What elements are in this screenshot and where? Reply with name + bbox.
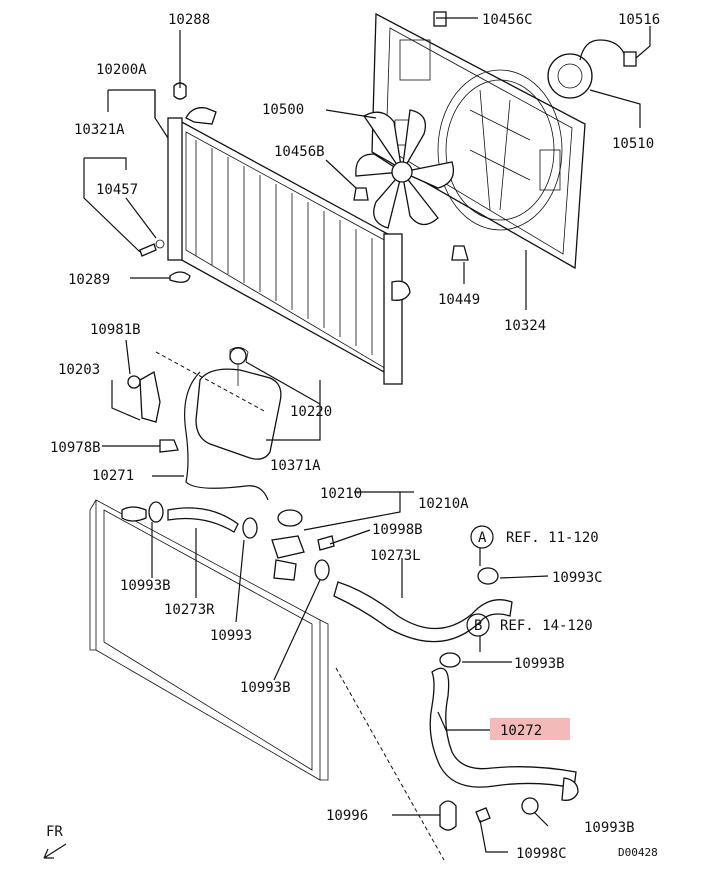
highlight-10272 — [490, 718, 570, 740]
label-10998C: 10998C — [516, 846, 567, 862]
label-10271: 10271 — [92, 468, 134, 484]
label-10993B-b: 10993B — [514, 656, 565, 672]
label-10210: 10210 — [320, 486, 362, 502]
label-10456C: 10456C — [482, 12, 533, 28]
label-10273L: 10273L — [370, 548, 421, 564]
label-10449: 10449 — [438, 292, 480, 308]
label-10289: 10289 — [68, 272, 110, 288]
upper-hardware — [139, 11, 469, 283]
ref-a-letter: A — [478, 530, 487, 546]
label-10321A: 10321A — [74, 122, 125, 138]
label-10993B-c: 10993B — [240, 680, 291, 696]
ref-b-text: REF. 14-120 — [500, 618, 593, 634]
label-10203: 10203 — [58, 362, 100, 378]
label-10371A: 10371A — [270, 458, 321, 474]
label-10220: 10220 — [290, 404, 332, 420]
label-10516: 10516 — [618, 12, 660, 28]
radiator-lower-outline — [89, 351, 445, 861]
front-direction-indicator: FR — [43, 824, 67, 859]
cooling-fan — [355, 109, 455, 229]
label-10324: 10324 — [504, 318, 546, 334]
ref-b-letter: B — [474, 618, 482, 634]
ref-b-callout: B REF. 14-120 — [466, 613, 593, 637]
label-10273R: 10273R — [164, 602, 215, 618]
label-10200A: 10200A — [96, 62, 147, 78]
ref-a-text: REF. 11-120 — [506, 530, 599, 546]
label-10457: 10457 — [96, 182, 138, 198]
radiator-hose-lower — [429, 667, 579, 801]
label-10978B: 10978B — [50, 440, 101, 456]
diagram-code: D00428 — [618, 846, 658, 859]
label-10210A: 10210A — [418, 496, 469, 512]
leader-lines — [83, 17, 651, 853]
front-arrow-icon — [43, 843, 67, 859]
fan-motor — [547, 39, 637, 99]
label-10998B: 10998B — [372, 522, 423, 538]
fan-shroud — [371, 12, 586, 270]
overflow-hose — [184, 371, 269, 501]
label-10996: 10996 — [326, 808, 368, 824]
ref-a-callout: A REF. 11-120 — [470, 525, 599, 549]
tank-bracket — [127, 370, 179, 453]
label-10993B-a: 10993B — [120, 578, 171, 594]
label-10993: 10993 — [210, 628, 252, 644]
label-10993B-d: 10993B — [584, 820, 635, 836]
label-10272: 10272 — [500, 723, 542, 739]
front-label: FR — [46, 824, 63, 840]
label-10500: 10500 — [262, 102, 304, 118]
label-10288: 10288 — [168, 12, 210, 28]
radiator-core — [167, 107, 411, 385]
label-10510: 10510 — [612, 136, 654, 152]
label-10981B: 10981B — [90, 322, 141, 338]
label-10456B: 10456B — [274, 144, 325, 160]
label-10993C: 10993C — [552, 570, 603, 586]
hose-clamps — [148, 501, 539, 831]
reserve-tank — [195, 347, 282, 460]
radiator-hose-right — [121, 506, 239, 533]
water-outlet-fitting — [271, 509, 305, 581]
